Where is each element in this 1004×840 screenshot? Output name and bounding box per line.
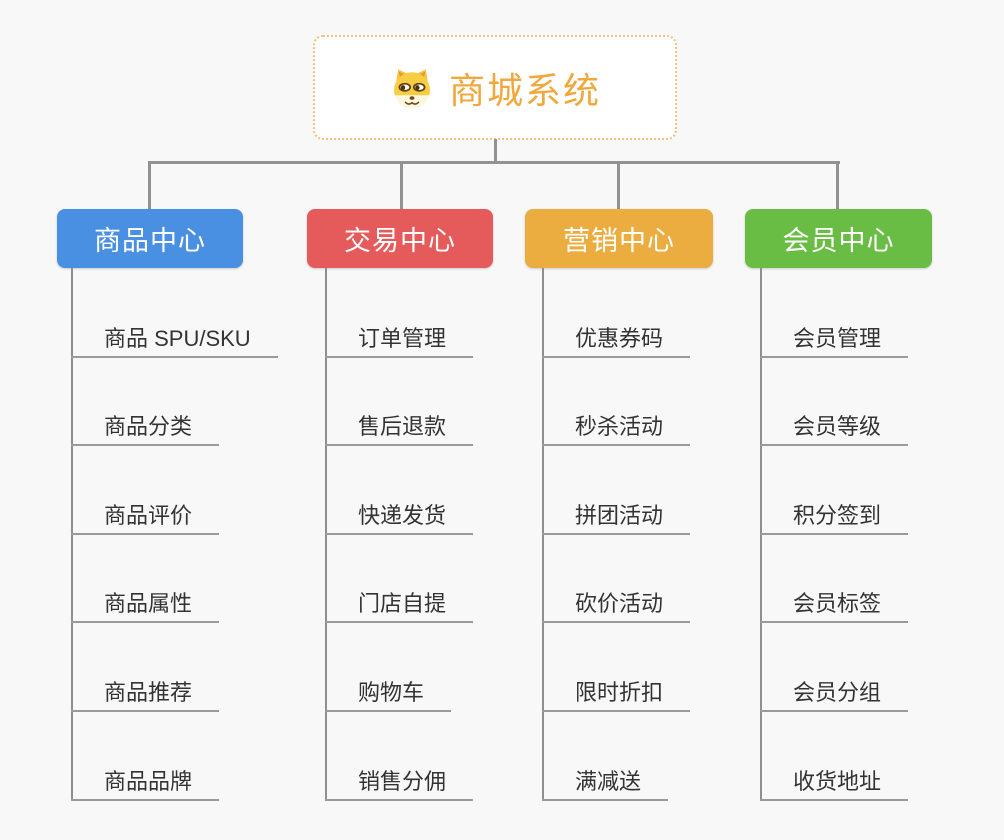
connector-trunk bbox=[494, 139, 497, 163]
child-node[interactable]: 会员等级 bbox=[760, 413, 909, 446]
root-title: 商城系统 bbox=[448, 69, 601, 111]
connector-bus bbox=[148, 161, 840, 164]
child-node[interactable]: 会员标签 bbox=[760, 590, 909, 623]
branch-node-product-center[interactable]: 商品中心 bbox=[57, 209, 243, 268]
child-node[interactable]: 砍价活动 bbox=[542, 590, 691, 623]
child-node[interactable]: 商品属性 bbox=[71, 590, 220, 623]
child-node[interactable]: 门店自提 bbox=[325, 590, 474, 623]
child-node[interactable]: 销售分佣 bbox=[325, 768, 474, 801]
connector-stub bbox=[836, 162, 839, 210]
dog-face-icon bbox=[389, 65, 435, 111]
connector-stub bbox=[617, 162, 620, 210]
branch-node-marketing-center[interactable]: 营销中心 bbox=[525, 209, 713, 268]
child-node[interactable]: 积分签到 bbox=[760, 502, 909, 535]
child-node[interactable]: 收货地址 bbox=[760, 768, 909, 801]
child-node[interactable]: 满减送 bbox=[542, 768, 669, 801]
child-node[interactable]: 快递发货 bbox=[325, 502, 474, 535]
child-node[interactable]: 会员管理 bbox=[760, 325, 909, 358]
child-node[interactable]: 商品分类 bbox=[71, 413, 220, 446]
child-node[interactable]: 优惠券码 bbox=[542, 325, 691, 358]
branch-node-member-center[interactable]: 会员中心 bbox=[745, 209, 932, 268]
child-node[interactable]: 商品推荐 bbox=[71, 679, 220, 712]
connector-stub bbox=[148, 162, 151, 210]
child-node[interactable]: 售后退款 bbox=[325, 413, 474, 446]
child-node[interactable]: 订单管理 bbox=[325, 325, 474, 358]
child-node[interactable]: 商品品牌 bbox=[71, 768, 220, 801]
connector-stub bbox=[400, 162, 403, 210]
child-node[interactable]: 购物车 bbox=[325, 679, 452, 712]
child-node[interactable]: 秒杀活动 bbox=[542, 413, 691, 446]
child-node[interactable]: 商品 SPU/SKU bbox=[71, 325, 278, 358]
root-node[interactable]: 商城系统 bbox=[313, 35, 677, 140]
child-node[interactable]: 商品评价 bbox=[71, 502, 220, 535]
branch-node-trade-center[interactable]: 交易中心 bbox=[307, 209, 493, 268]
child-node[interactable]: 拼团活动 bbox=[542, 502, 691, 535]
child-node[interactable]: 会员分组 bbox=[760, 679, 909, 712]
child-node[interactable]: 限时折扣 bbox=[542, 679, 691, 712]
